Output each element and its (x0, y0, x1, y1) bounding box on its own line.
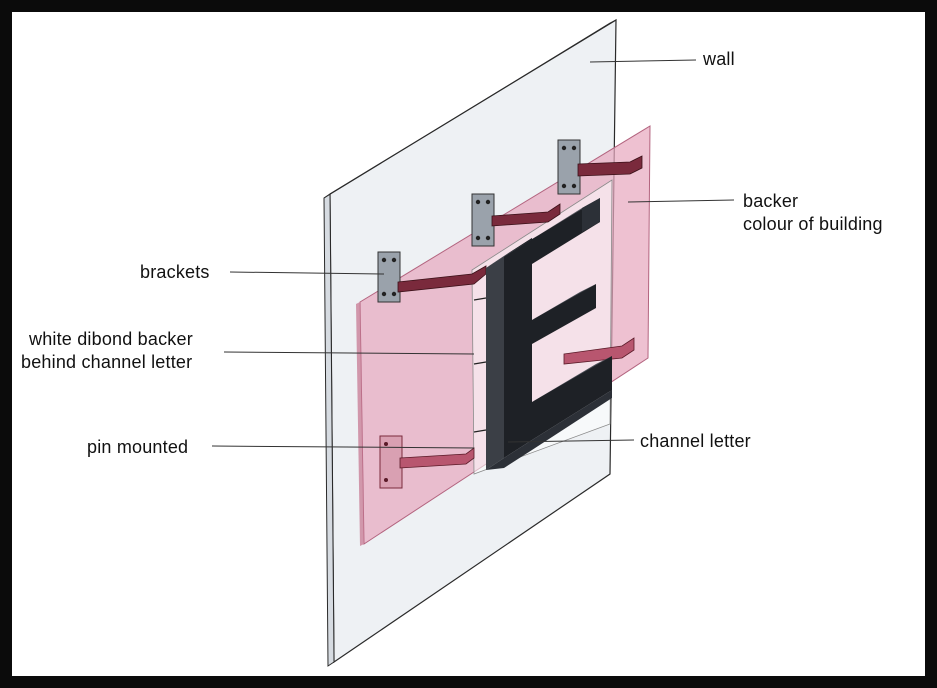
letter-bottom-bar-underside (486, 390, 612, 470)
bracket-bolt (561, 183, 567, 189)
bracket-bolt (391, 257, 397, 263)
backer-edge (356, 302, 364, 546)
bracket-plate (377, 251, 401, 303)
bracket-bolt (561, 145, 567, 151)
letter-spine-front (504, 238, 532, 458)
bracket-bolt (571, 183, 577, 189)
bracket-bolt (381, 257, 387, 263)
bracket-plate (471, 193, 495, 247)
wall-bracket-left (377, 251, 487, 303)
bracket-arm (577, 155, 643, 177)
wall-top-edge (323, 19, 617, 199)
bracket-arm (563, 337, 635, 365)
label-backer-line2: colour of building (743, 214, 883, 234)
letter-top-bar-end (582, 198, 600, 232)
bracket-bolt (381, 291, 387, 297)
bracket-plate (557, 139, 581, 195)
letter-spine-side (486, 256, 504, 470)
letter-bottom-bar-front (532, 356, 612, 440)
wall-bracket-middle (471, 193, 561, 247)
pin-icon (473, 297, 487, 301)
channel-letter-E (486, 198, 612, 470)
wall-bracket-right (557, 139, 643, 195)
leader-wall (589, 59, 697, 63)
label-brackets: brackets (140, 262, 210, 282)
pin-mount-bracket (379, 435, 475, 489)
label-pin-mounted: pin mounted (87, 437, 189, 457)
leader-backer (627, 199, 735, 203)
leader-brackets (229, 271, 385, 275)
pin-arm (399, 447, 475, 469)
bracket-bolt (475, 235, 481, 241)
leader-channel-letter (507, 439, 635, 443)
pin-bolt (384, 442, 388, 446)
label-backer-line1: backer (743, 191, 799, 211)
label-wall: wall (703, 49, 735, 69)
letter-mid-bar-front (532, 284, 596, 344)
leader-lines (211, 59, 735, 449)
mounting-pins (473, 297, 487, 433)
leader-pin (211, 445, 475, 449)
bracket-bolt (571, 145, 577, 151)
label-dibond-line1: white dibond backer (29, 329, 193, 349)
pin-plate (379, 435, 403, 489)
leader-dibond (223, 351, 475, 355)
letter-top-bar-front (504, 198, 600, 264)
bracket-arm (491, 203, 561, 227)
pin-icon (473, 429, 487, 433)
bracket-bolt (485, 199, 491, 205)
diagram-frame: wall backer colour of building brackets … (12, 12, 925, 676)
channel-letter-mounting-diagram (211, 18, 735, 667)
bracket-bolt (475, 199, 481, 205)
pin-bolt (384, 478, 388, 482)
bracket-bolt (391, 291, 397, 297)
pin-icon (473, 361, 487, 365)
rear-bracket-right (563, 337, 635, 365)
label-dibond-line2: behind channel letter (21, 352, 193, 372)
bracket-bolt (485, 235, 491, 241)
label-channel-letter: channel letter (640, 431, 751, 451)
